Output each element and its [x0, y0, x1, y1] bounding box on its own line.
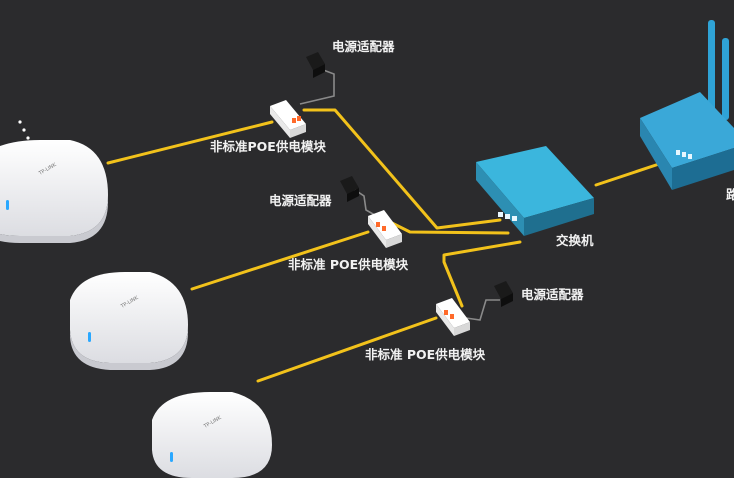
label-router-partial: 路 — [726, 187, 734, 202]
label-adapter-1: 电源适配器 — [332, 39, 395, 54]
label-adapter-3: 电源适配器 — [521, 287, 584, 302]
cable-poe1-switch — [302, 108, 502, 230]
poe-module-1 — [270, 100, 306, 138]
router-antenna-2 — [722, 38, 729, 120]
label-poe-3: 非标准 POE供电模块 — [365, 347, 486, 362]
cable-poe2-switch — [388, 220, 510, 235]
power-adapter-3 — [494, 281, 513, 307]
access-point-3: TP-LINK — [152, 392, 272, 478]
cable-ap3-poe3 — [256, 316, 438, 383]
cables — [106, 108, 664, 383]
router — [640, 20, 734, 190]
label-poe-2: 非标准 POE供电模块 — [288, 257, 409, 272]
power-adapter-2 — [340, 176, 359, 202]
cable-ap2-poe2 — [190, 230, 370, 291]
access-point-2: TP-LINK — [70, 272, 188, 370]
power-adapter-1 — [306, 52, 325, 78]
label-adapter-2: 电源适配器 — [269, 193, 332, 208]
cable-switch-router — [594, 161, 664, 187]
access-point-1: TP-LINK — [0, 120, 108, 243]
poe-module-3 — [436, 298, 470, 336]
router-antenna-1 — [708, 20, 715, 120]
cable-poe3-switch — [442, 240, 522, 308]
wire-adapter1 — [299, 67, 335, 105]
label-switch: 交换机 — [556, 233, 594, 248]
cable-ap1-poe1 — [106, 120, 274, 165]
label-poe-1: 非标准POE供电模块 — [210, 139, 326, 154]
wire-adapter3 — [465, 299, 500, 321]
switch — [476, 146, 594, 236]
poe-module-2 — [368, 210, 402, 248]
